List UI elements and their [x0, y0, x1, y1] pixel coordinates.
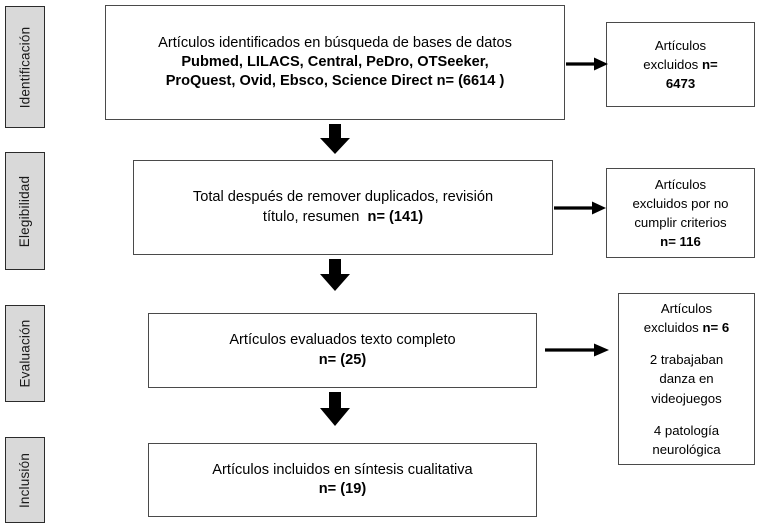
box-line: Artículos identificados en búsqueda de b…	[158, 34, 512, 51]
box-line: excluidos por no	[632, 195, 729, 211]
stage-label-identificacion: Identificación	[5, 6, 45, 128]
box-line-part: excluidos	[643, 56, 702, 72]
stage-label-text: Elegibilidad	[17, 175, 33, 247]
box-records-identified: Artículos identificados en búsqueda de b…	[105, 5, 565, 120]
box-text: Total después de remover duplicados, rev…	[185, 186, 501, 229]
box-line: 4 patología	[653, 422, 720, 438]
box-line-part-bold: n= 6	[702, 320, 730, 336]
stage-label-text: Evaluación	[17, 319, 33, 388]
arrow-down-1	[318, 124, 352, 154]
box-line: danza en	[659, 371, 714, 387]
box-line: Artículos	[660, 301, 713, 316]
box-line-part: excluidos	[643, 320, 703, 336]
arrow-right-3	[545, 342, 609, 358]
stage-label-text: Identificación	[17, 26, 33, 108]
stage-label-elegibilidad: Elegibilidad	[5, 152, 45, 270]
box-line: neurológica	[652, 441, 721, 457]
box-full-text-assessed: Artículos evaluados texto completo n= (2…	[148, 313, 537, 388]
box-line: videojuegos	[651, 390, 722, 406]
box-line: 6473	[665, 76, 696, 92]
box-line-part-bold: n= (141)	[367, 208, 424, 225]
box-line: 2 trabajaban	[649, 352, 724, 368]
box-line: n= (19)	[318, 481, 367, 497]
box-excluded-criteria: Artículos excluidos por no cumplir crite…	[606, 168, 755, 258]
box-line: excluidos n= 6	[644, 318, 729, 337]
box-text: Artículos identificados en búsqueda de b…	[150, 32, 520, 94]
box-text: Artículos excluidos n= 6473	[635, 34, 725, 95]
arrow-right-2	[554, 200, 606, 216]
stage-label-text: Inclusión	[17, 452, 33, 508]
box-line: n= 116	[660, 234, 701, 250]
stage-label-evaluacion: Evaluación	[5, 305, 45, 402]
arrow-right-1	[566, 56, 608, 72]
box-line-part: título, resumen	[262, 208, 368, 225]
box-line-spacer	[644, 337, 729, 350]
box-excluded-with-reasons: Artículos excluidos n= 6 2 trabajaban da…	[618, 293, 755, 465]
box-line: título, resumen n= (141)	[193, 208, 493, 227]
box-line: ProQuest, Ovid, Ebsco, Science Direct n=…	[165, 73, 505, 90]
box-line-spacer	[644, 408, 729, 421]
box-line: Total después de remover duplicados, rev…	[192, 189, 494, 206]
box-text: Artículos evaluados texto completo n= (2…	[221, 329, 463, 372]
box-text: Artículos excluidos por no cumplir crite…	[624, 173, 736, 254]
box-line: Artículos	[654, 37, 707, 53]
box-excluded-duplicates-count: Artículos excluidos n= 6473	[606, 22, 755, 107]
box-line-part-bold: n=	[701, 56, 718, 72]
box-line: n= (25)	[318, 351, 367, 368]
box-line: Artículos	[654, 176, 707, 192]
arrow-down-3	[318, 392, 352, 426]
box-line: Artículos incluidos en síntesis cualitat…	[212, 461, 473, 478]
arrow-down-2	[318, 259, 352, 291]
box-text: Artículos excluidos n= 6 2 trabajaban da…	[636, 297, 737, 461]
box-line: Pubmed, LILACS, Central, PeDro, OTSeeker…	[181, 53, 489, 70]
box-after-duplicates-removed: Total después de remover duplicados, rev…	[133, 160, 553, 255]
box-line: Artículos evaluados texto completo	[229, 332, 456, 349]
stage-label-inclusion: Inclusión	[5, 437, 45, 523]
box-line: cumplir criterios	[634, 215, 727, 230]
box-line: excluidos n=	[643, 55, 717, 74]
box-included-qualitative-synthesis: Artículos incluidos en síntesis cualitat…	[148, 443, 537, 517]
box-text: Artículos incluidos en síntesis cualitat…	[204, 459, 480, 502]
